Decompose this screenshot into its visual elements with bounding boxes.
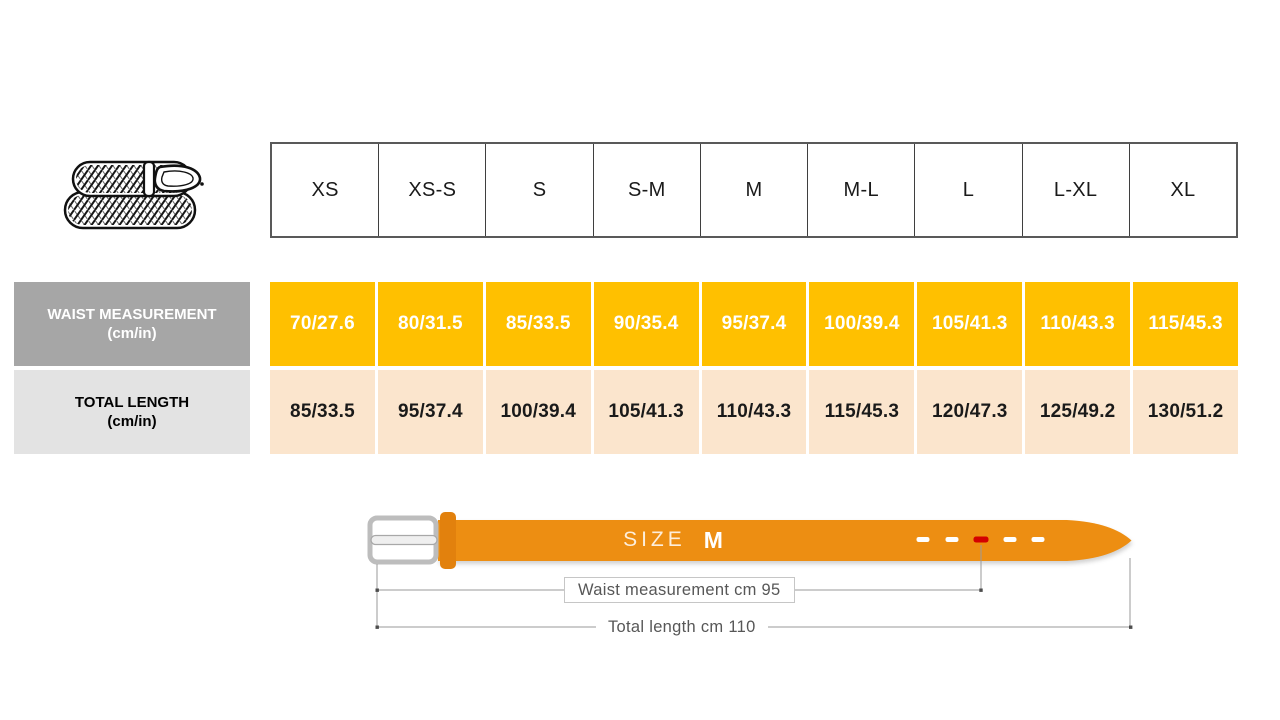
- waist-measurement-callout: Waist measurement cm 95: [564, 577, 795, 603]
- waist-value-cell: 90/35.4: [593, 282, 699, 366]
- total-length-row-label: TOTAL LENGTH (cm/in): [14, 370, 250, 454]
- waist-value-cell: 115/45.3: [1133, 282, 1239, 366]
- highlight-hole: [973, 536, 989, 543]
- waist-row-label: WAIST MEASUREMENT (cm/in): [14, 282, 250, 366]
- total-length-value-cell: 125/49.2: [1025, 370, 1131, 454]
- waist-value-cell: 95/37.4: [701, 282, 807, 366]
- total-length-row-label-text: TOTAL LENGTH: [74, 393, 190, 411]
- waist-values-row: 70/27.6 80/31.5 85/33.5 90/35.4 95/37.4 …: [270, 282, 1239, 366]
- total-length-value-cell: 85/33.5: [270, 370, 375, 454]
- waist-value-cell: 100/39.4: [809, 282, 915, 366]
- total-length-value-cell: 110/43.3: [701, 370, 807, 454]
- size-column-header: M-L: [808, 144, 916, 236]
- size-column-header: S: [486, 144, 594, 236]
- size-column-header: L: [915, 144, 1023, 236]
- waist-value-cell: 70/27.6: [270, 282, 375, 366]
- size-column-header: L-XL: [1023, 144, 1130, 236]
- dimension-end-markers: [375, 588, 1133, 629]
- size-column-header: XS-S: [379, 144, 487, 236]
- size-column-header: M: [701, 144, 809, 236]
- keeper-shape: [440, 512, 456, 569]
- total-length-value-cell: 100/39.4: [485, 370, 591, 454]
- buckle-shape: [367, 515, 439, 565]
- size-column-header: XS: [272, 144, 380, 236]
- waist-value-cell: 110/43.3: [1025, 282, 1131, 366]
- waist-row-label-unit: (cm/in): [107, 325, 157, 342]
- waist-value-cell: 80/31.5: [377, 282, 483, 366]
- waist-value-cell: 85/33.5: [485, 282, 591, 366]
- belt-measurement-diagram: [367, 512, 1133, 629]
- size-header-row: XS XS-S S S-M M M-L L L-XL XL: [270, 142, 1238, 238]
- total-length-values-row: 85/33.5 95/37.4 100/39.4 105/41.3 110/43…: [270, 370, 1239, 454]
- size-column-header: S-M: [594, 144, 701, 236]
- belt-size-text: SIZE M: [563, 520, 783, 560]
- size-value: M: [703, 526, 723, 553]
- total-length-callout: Total length cm 110: [596, 615, 768, 639]
- belt-holes: [916, 536, 1045, 543]
- size-word: SIZE: [623, 528, 686, 551]
- size-column-header: XL: [1170, 178, 1196, 201]
- total-length-value-cell: 130/51.2: [1133, 370, 1239, 454]
- total-length-value-cell: 115/45.3: [809, 370, 915, 454]
- waist-value-cell: 105/41.3: [917, 282, 1023, 366]
- total-length-value-cell: 95/37.4: [377, 370, 483, 454]
- waist-row-label-text: WAIST MEASUREMENT: [47, 305, 217, 323]
- total-length-value-cell: 120/47.3: [917, 370, 1023, 454]
- braided-belt-icon: [63, 160, 204, 230]
- total-length-value-cell: 105/41.3: [593, 370, 699, 454]
- braided-belt-illustration: [60, 150, 208, 238]
- total-length-row-label-unit: (cm/in): [107, 413, 157, 430]
